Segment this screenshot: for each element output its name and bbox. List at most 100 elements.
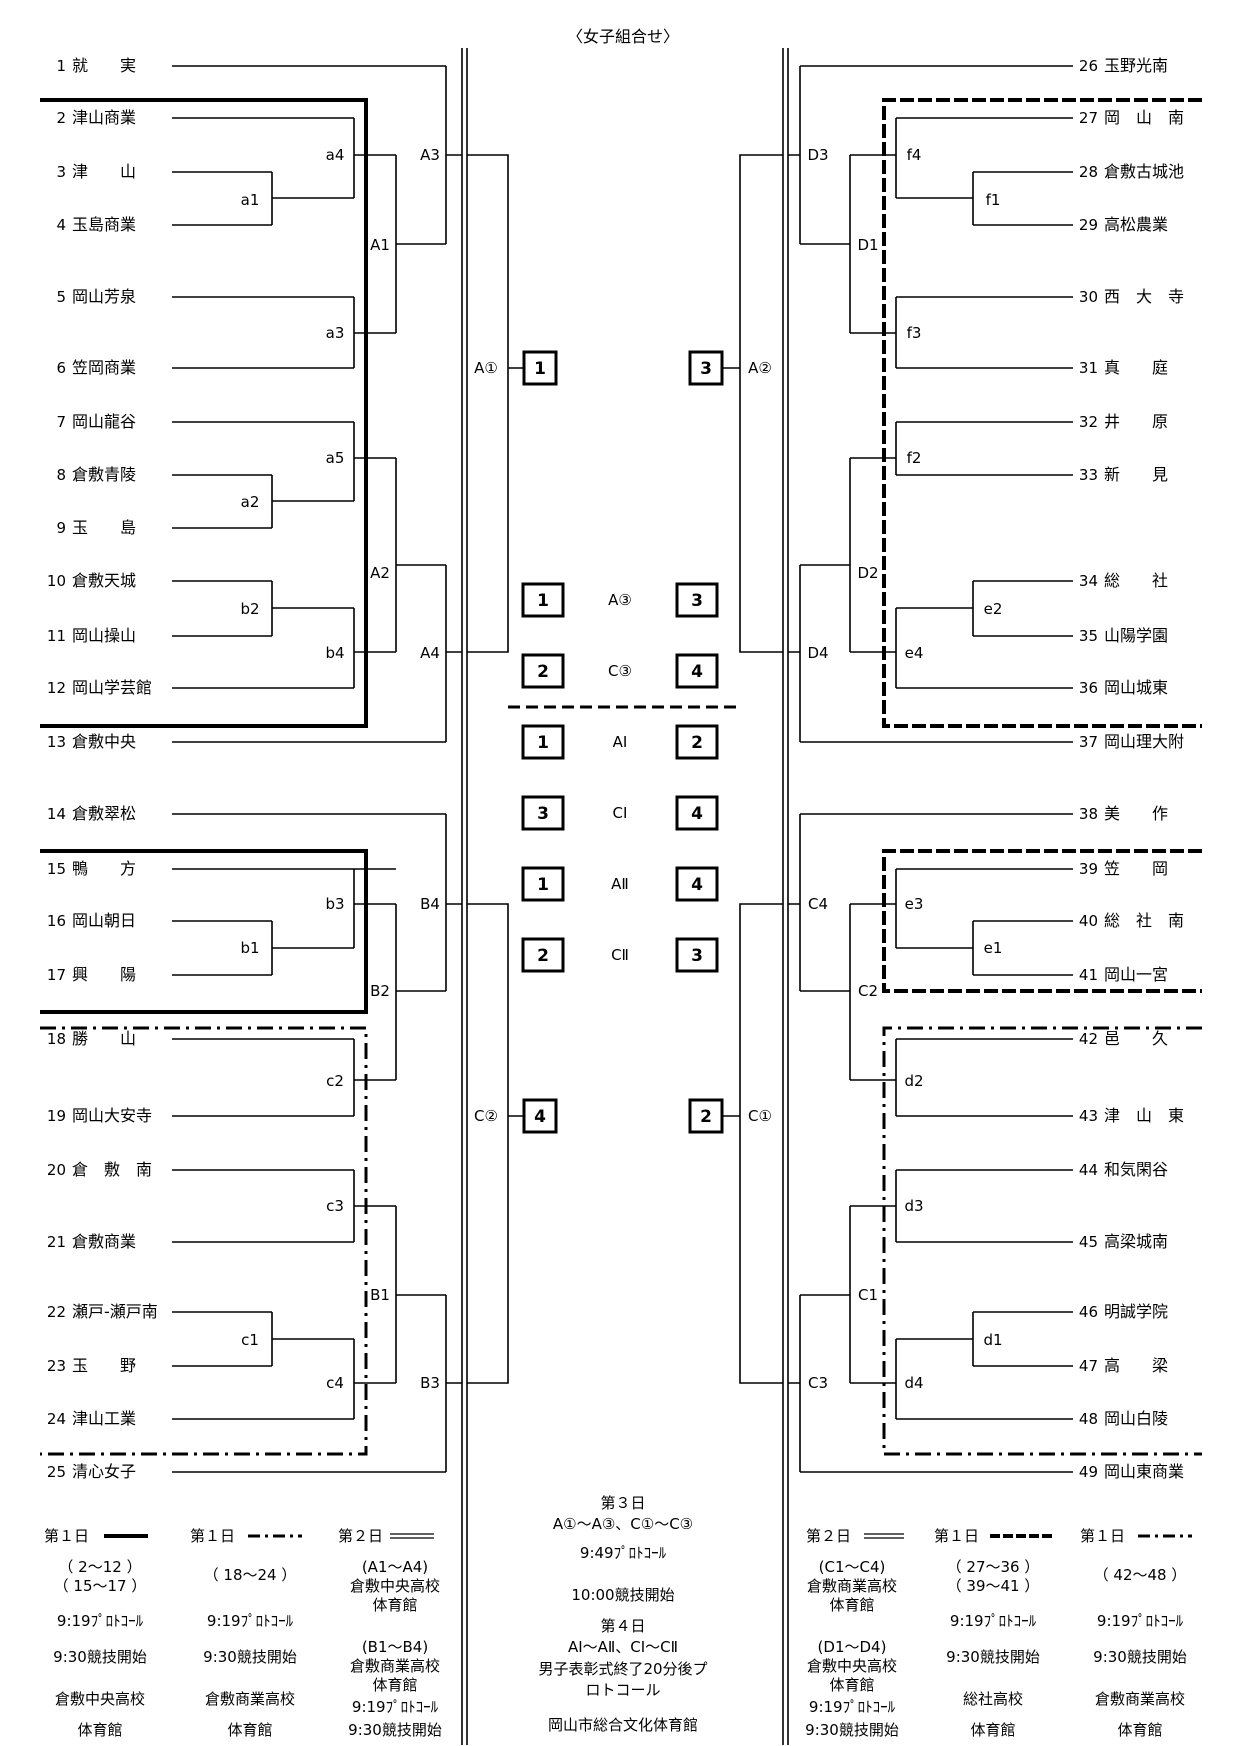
footer-left2-l5: 倉敷商業高校: [205, 1690, 295, 1708]
match-label-f4: f4: [907, 146, 922, 164]
box-Ac1-value: 1: [534, 359, 546, 379]
left-team-number: 12: [47, 679, 66, 697]
match-label-c3: c3: [326, 1197, 344, 1215]
match-label-b2: b2: [240, 600, 259, 618]
footer-center-t5: 第４日: [600, 1617, 645, 1635]
left-team-name: 岡山操山: [72, 626, 136, 645]
footer-left1-l6: 体育館: [77, 1721, 122, 1739]
right-team-number: 33: [1079, 466, 1098, 484]
box-row1-right: [675, 653, 719, 689]
left-team-name: 倉敷中央: [72, 732, 136, 751]
center-row0-label: A③: [608, 591, 632, 609]
match-label-A1: A1: [370, 236, 390, 254]
right-team-name: 岡山白陵: [1104, 1409, 1168, 1428]
footer-right1-l2: 倉敷商業高校: [807, 1577, 897, 1595]
right-team-name: 笠 岡: [1104, 859, 1168, 878]
right-team-number: 36: [1079, 679, 1098, 697]
match-label-Ac1: A①: [474, 359, 498, 377]
right-team-number: 26: [1079, 57, 1098, 75]
match-label-e2: e2: [984, 600, 1003, 618]
footer-left3-l4: (B1～B4): [362, 1638, 428, 1656]
right-team-number: 44: [1079, 1161, 1098, 1179]
footer-left2-l1: （ 18～24 ）: [204, 1566, 297, 1584]
footer-left1-l5: 倉敷中央高校: [55, 1690, 145, 1708]
center-row2-label: AⅠ: [613, 733, 628, 751]
left-team-number: 4: [56, 216, 66, 234]
footer-right1-l7: 9:19ﾌﾟﾛﾄｺｰﾙ: [809, 1698, 896, 1716]
left-team-name: 瀬戸-瀬戸南: [72, 1302, 158, 1321]
box-row3-right: [675, 795, 719, 831]
left-team-name: 倉 敷 南: [72, 1160, 152, 1179]
match-label-e3: e3: [905, 895, 924, 913]
match-label-a5: a5: [326, 449, 345, 467]
left-team-name: 清心女子: [72, 1462, 136, 1481]
right-team-number: 27: [1079, 109, 1098, 127]
right-team-name: 西 大 寺: [1104, 287, 1184, 306]
footer-left3-title: 第２日: [338, 1527, 383, 1545]
footer-left1-l1: （ 2～12 ）: [58, 1558, 141, 1576]
right-team-number: 38: [1079, 805, 1098, 823]
right-team-number: 42: [1079, 1030, 1098, 1048]
match-label-b3: b3: [325, 895, 344, 913]
match-label-D1: D1: [857, 236, 878, 254]
match-label-B1: B1: [370, 1286, 390, 1304]
match-label-C2: C2: [858, 982, 878, 1000]
match-label-c2: c2: [326, 1072, 344, 1090]
center-row1-right: 4: [691, 662, 703, 682]
footer-right2-l3: 9:19ﾌﾟﾛﾄｺｰﾙ: [950, 1612, 1037, 1630]
right-team-name: 玉野光南: [1104, 56, 1168, 75]
right-team-name: 岡山理大附: [1104, 732, 1184, 751]
left-team-name: 就 実: [72, 56, 136, 75]
footer-right3-l1: （ 42～48 ）: [1094, 1566, 1187, 1584]
match-label-f2: f2: [907, 449, 922, 467]
right-team-number: 45: [1079, 1233, 1098, 1251]
right-team-number: 32: [1079, 413, 1098, 431]
right-team-name: 岡山東商業: [1104, 1462, 1184, 1481]
left-team-number: 3: [56, 163, 66, 181]
footer-center-t4: 10:00競技開始: [571, 1586, 674, 1604]
right-team-number: 46: [1079, 1303, 1098, 1321]
right-team-name: 美 作: [1104, 804, 1168, 823]
frame-left-dashdot: [40, 1026, 368, 1456]
footer-right1-l3: 体育館: [829, 1596, 874, 1614]
left-team-name: 玉 島: [72, 518, 136, 537]
right-team-number: 29: [1079, 216, 1098, 234]
match-label-C4: C4: [808, 895, 828, 913]
box-row0-left: [521, 582, 565, 618]
left-team-number: 2: [56, 109, 66, 127]
result-box-numbers: 1 3 4 2 1 3 2 4 1 2 3 4 1 4 2 3: [534, 359, 712, 1127]
frame-left-solid-2: [40, 849, 368, 1014]
left-team-name: 津 山: [72, 162, 136, 181]
left-team-name: 倉敷天城: [72, 571, 136, 590]
frame-right-dashdot: [882, 1026, 1202, 1456]
footer-right2-l1: （ 27～36 ）: [947, 1558, 1040, 1576]
center-row3-label: CⅠ: [613, 804, 628, 822]
footer-left2-l6: 体育館: [227, 1721, 272, 1739]
box-Cc2-value: 4: [534, 1107, 546, 1127]
footer-left3-l2: 倉敷中央高校: [350, 1577, 440, 1595]
match-label-c1: c1: [241, 1331, 259, 1349]
footer-left1-title: 第１日: [44, 1527, 89, 1545]
footer-center-t2: A①～A③、C①～C③: [553, 1515, 693, 1533]
left-team-name: 笠岡商業: [72, 358, 136, 377]
right-team-number: 39: [1079, 860, 1098, 878]
match-label-a3: a3: [326, 324, 345, 342]
footer-right2-l5: 総社高校: [963, 1690, 1023, 1708]
center-row2-right: 2: [691, 733, 703, 753]
left-team-name: 岡山学芸館: [72, 678, 152, 697]
footer-right2-l6: 体育館: [970, 1721, 1015, 1739]
match-label-C3: C3: [808, 1374, 828, 1392]
box-row2-left: [521, 724, 565, 760]
right-team-name: 高松農業: [1104, 215, 1168, 234]
footer-right1-l5: 倉敷中央高校: [807, 1657, 897, 1675]
match-label-d3: d3: [904, 1197, 923, 1215]
frame-right-dashed-1: [882, 98, 1202, 728]
right-team-number: 40: [1079, 912, 1098, 930]
left-team-name: 津山工業: [72, 1409, 136, 1428]
match-label-Cc1: C①: [748, 1107, 772, 1125]
footer-right3-l5: 倉敷商業高校: [1095, 1690, 1185, 1708]
footer-left3-l3: 体育館: [372, 1596, 417, 1614]
left-team-name: 岡山朝日: [72, 911, 136, 930]
page-title: 〈女子組合せ〉: [567, 27, 679, 46]
right-team-name: 総 社 南: [1104, 911, 1184, 930]
